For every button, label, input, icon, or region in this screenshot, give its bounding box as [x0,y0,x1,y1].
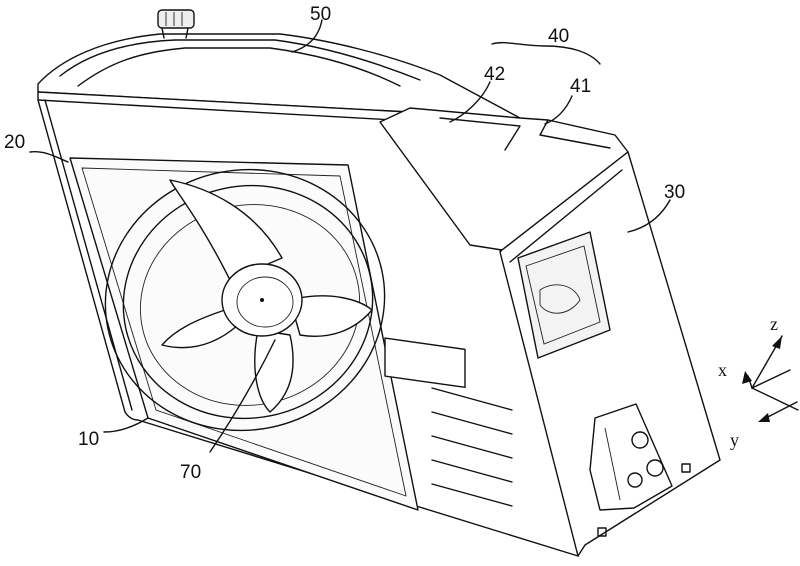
x-axis-line-end [751,387,799,411]
leader-20 [29,150,69,163]
label-70: 70 [180,462,201,483]
z-axis-arrow [772,336,782,349]
axis-label-x: x [718,360,727,380]
axis-label-z: z [770,314,778,334]
label-42: 42 [484,64,505,85]
right-panel-30 [499,151,721,557]
coordinate-axes [742,335,799,422]
leader-10 [103,417,149,433]
leader-70 [209,339,276,453]
x-axis-arrow [742,371,752,384]
label-20: 20 [4,132,25,153]
label-41: 41 [570,76,591,97]
leader-41 [544,95,573,125]
top-pipe-fitting [157,9,195,39]
front-slots [384,337,513,507]
leader-30 [627,199,671,233]
axis-label-y: y [730,430,739,450]
label-10: 10 [78,429,99,450]
leader-50 [291,19,323,53]
fan-opening [69,157,419,511]
leader-lines [29,19,671,453]
fan-70 [161,179,373,413]
xz-ref [751,369,791,389]
label-40: 40 [548,26,569,47]
y-axis-arrow [758,413,770,422]
label-50: 50 [310,4,331,25]
brace-40 [491,41,601,65]
top-cover-50 [37,33,521,119]
label-30: 30 [664,182,685,203]
leader-42 [449,81,491,123]
